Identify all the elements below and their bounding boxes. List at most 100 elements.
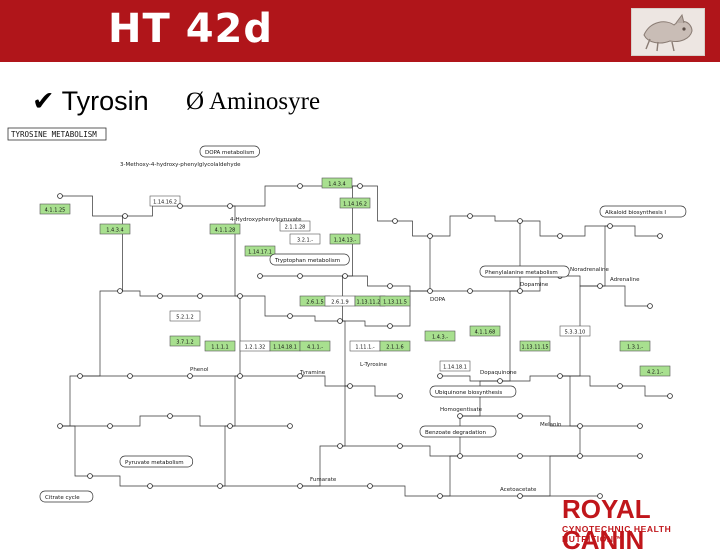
enzyme-box: 1.14.18.1 — [269, 340, 301, 352]
enzyme-ec-label: 1.14.18.1 — [443, 365, 467, 371]
compound-node — [517, 493, 523, 499]
compound-node — [437, 373, 443, 379]
pathway-lines — [60, 185, 670, 497]
pathway-edge — [340, 385, 350, 447]
compound-node — [297, 373, 303, 379]
compound-label: Phenol — [190, 367, 209, 373]
pathway-edge — [460, 380, 500, 417]
pathway-box-label: Citrate cycle — [45, 495, 80, 501]
compound-node — [57, 193, 63, 199]
pathway-edge — [170, 415, 230, 427]
pathway-edge — [600, 285, 650, 307]
pathway-edge — [60, 195, 125, 217]
enzyme-ec-label: 1.14.16.2 — [343, 202, 367, 208]
compound-node — [357, 183, 363, 189]
pathway-box-label: Alkaloid biosynthesis I — [605, 210, 666, 216]
compound-node — [122, 213, 128, 219]
pathway-box: Alkaloid biosynthesis I — [599, 205, 687, 218]
bullet-aminosyre: Ø Aminosyre — [186, 88, 320, 116]
compound-node — [167, 413, 173, 419]
pathway-edge — [340, 320, 390, 327]
pathway-edge — [520, 455, 580, 497]
compound-node — [227, 423, 233, 429]
enzyme-ec-label: 1.14.18.1 — [273, 345, 297, 351]
enzyme-ec-label: 4.1.1.68 — [475, 330, 496, 336]
enzyme-ec-label: 1.2.1.32 — [245, 345, 266, 351]
compound-label: DOPA — [430, 297, 446, 303]
compound-node — [427, 233, 433, 239]
compound-node — [337, 443, 343, 449]
enzyme-boxes: 4.1.1.251.4.3.41.14.16.24.1.1.281.14.17.… — [39, 177, 671, 377]
pathway-box-label: DOPA metabolism — [205, 150, 254, 156]
pathway-box-label: Phenylalanine metabolism — [485, 270, 558, 276]
compound-node — [397, 393, 403, 399]
pathway-edge — [560, 275, 600, 287]
enzyme-box: 1.4.3.4 — [99, 223, 131, 235]
tyrosine-metabolism-diagram: TYROSINE METABOLISM 4.1.1.25 1.4.3.4 1.14.… — [7, 127, 687, 503]
compound-label: Adrenaline — [610, 277, 640, 283]
pathway-edge — [300, 445, 340, 487]
enzyme-ec-label: 1.1.1.1 — [211, 345, 229, 351]
enzyme-ec-label: 4.1.1.- — [307, 345, 323, 351]
enzyme-box: 1.14.16.2 — [149, 195, 181, 207]
dog-logo-image — [631, 8, 705, 56]
compound-node — [257, 273, 263, 279]
enzyme-box: 1.14.16.2 — [339, 197, 371, 209]
compound-label: 4-Hydroxyphenylpyruvate — [230, 217, 302, 223]
compound-node — [392, 218, 398, 224]
compound-node — [457, 413, 463, 419]
enzyme-ec-label: 1.3.1.- — [627, 345, 643, 351]
enzyme-ec-label: 2.6.1.5 — [306, 300, 324, 306]
pathway-box: Phenylalanine metabolism — [479, 265, 570, 278]
pathway-edge — [600, 225, 610, 287]
compound-node — [147, 483, 153, 489]
header-bar — [0, 0, 720, 62]
map-title-box — [7, 127, 107, 141]
compound-node — [387, 283, 393, 289]
pathway-edge — [560, 375, 620, 387]
compound-node — [197, 293, 203, 299]
enzyme-ec-label: 4.1.1.28 — [215, 228, 236, 234]
compound-node — [577, 453, 583, 459]
pathway-edge — [500, 290, 520, 382]
compound-node — [337, 318, 343, 324]
compound-node — [342, 273, 348, 279]
map-title: TYROSINE METABOLISM — [11, 130, 97, 139]
bullet-text: Tyrosin — [61, 86, 149, 116]
compound-node — [457, 453, 463, 459]
pathway-edge — [340, 320, 350, 387]
pathway-edge — [60, 425, 90, 477]
enzyme-box: 4.1.1.68 — [469, 325, 501, 337]
pathway-edge — [290, 315, 340, 322]
enzyme-ec-label: 2.6.1.9 — [331, 300, 349, 306]
enzyme-ec-label: 1.4.3.- — [432, 335, 448, 341]
pathway-edge — [240, 295, 290, 317]
compound-node — [517, 288, 523, 294]
compound-label: 3-Methoxy-4-hydroxy-phenylglycolaldehyde — [120, 162, 241, 168]
pathway-edge — [220, 425, 230, 487]
compound-node — [397, 443, 403, 449]
pathway-edge — [230, 375, 240, 427]
enzyme-box: 1.14.13.- — [329, 233, 361, 245]
pathway-box: Pyruvate metabolism — [119, 455, 194, 468]
compound-node — [297, 273, 303, 279]
compound-label: L-Tyrosine — [360, 362, 388, 368]
enzyme-box: 1.4.3.4 — [321, 177, 353, 189]
compound-node — [227, 203, 233, 209]
compound-node — [107, 423, 113, 429]
enzyme-box: 4.1.1.25 — [39, 203, 71, 215]
compound-node — [437, 493, 443, 499]
enzyme-box: 1.14.18.1 — [439, 360, 471, 372]
enzyme-ec-label: 1.13.11.27 — [356, 300, 383, 306]
compound-label: Acetoacetate — [500, 487, 537, 493]
compound-label: Tyramine — [299, 370, 326, 376]
enzyme-box: 4.2.1.- — [639, 365, 671, 377]
compound-node — [117, 288, 123, 294]
compound-node — [667, 393, 673, 399]
pathway-edge — [370, 485, 440, 497]
enzyme-ec-label: 3.7.1.2 — [176, 340, 194, 346]
pathway-edge — [360, 185, 395, 222]
pathway-edge — [620, 385, 670, 397]
pathway-edge — [430, 215, 470, 237]
compound-node — [177, 203, 183, 209]
